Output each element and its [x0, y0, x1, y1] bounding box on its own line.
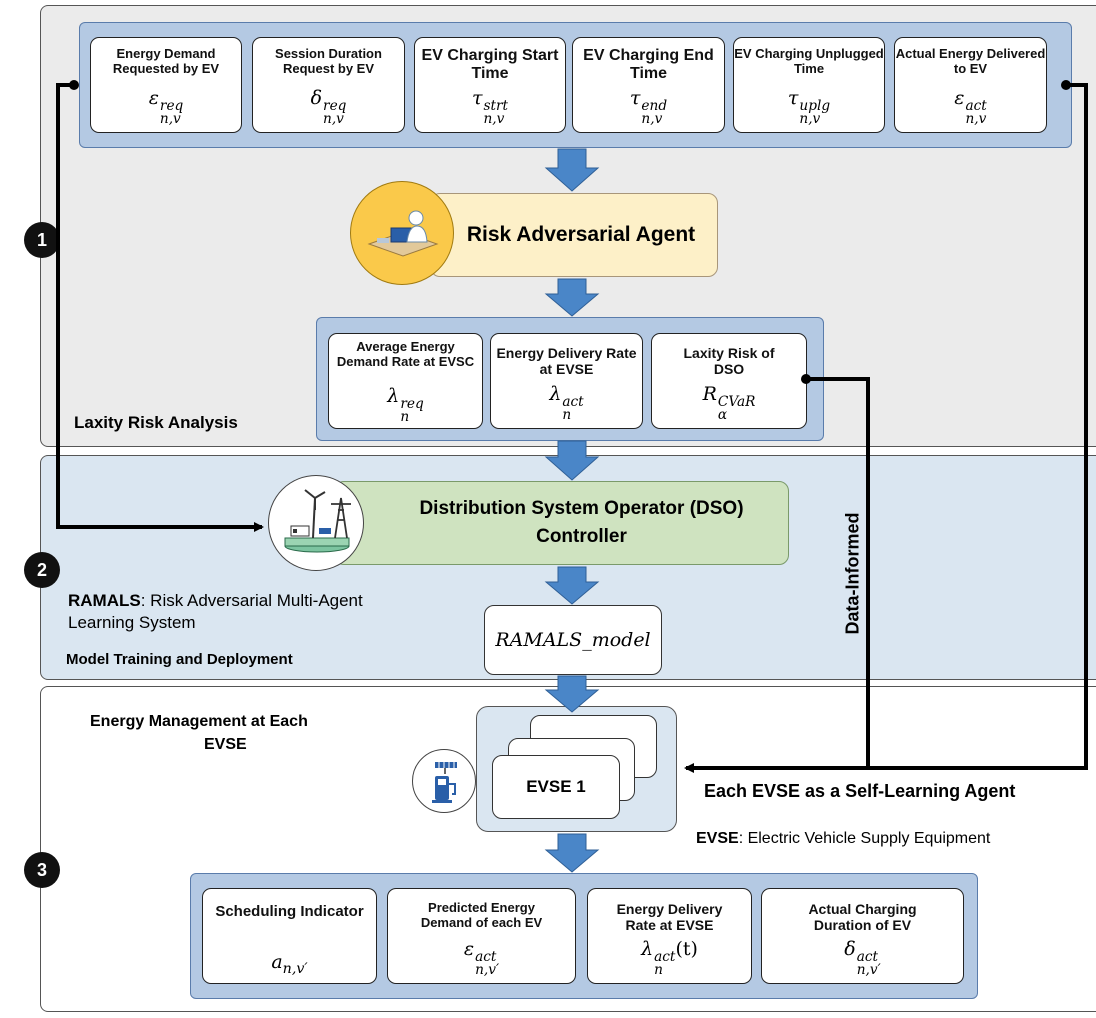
card-label: EV Charging Unplugged Time	[734, 46, 884, 76]
dso-title-line1: Distribution System Operator (DSO)	[419, 498, 744, 519]
card-label: Actual Energy Delivered to EV	[895, 46, 1046, 76]
card-label: Predicted Energy Demand of each EV	[420, 900, 543, 930]
card-label: EV Charging Start Time	[421, 47, 559, 83]
card-label: Energy Demand Requested by EV	[112, 46, 220, 76]
evse-card-front: EVSE 1	[492, 755, 620, 819]
card-label: Average Energy Demand Rate at EVSC	[336, 339, 475, 369]
card-label: Energy Delivery Rate at EVSE	[496, 345, 637, 378]
step-1-badge: 1	[24, 222, 60, 258]
ramals-definition-line2: Learning System	[68, 612, 196, 632]
card-label: Energy Delivery Rate at EVSE	[616, 901, 723, 934]
ramals-definition: RAMALS: Risk Adversarial Multi-Agent Lea…	[68, 590, 363, 634]
evse-definition: EVSE: Electric Vehicle Supply Equipment	[696, 830, 990, 848]
step-3-badge: 3	[24, 852, 60, 888]
evse-abbr-definition: : Electric Vehicle Supply Equipment	[738, 830, 991, 847]
charging-station-icon	[412, 749, 476, 813]
card-label: EV Charging End Time	[583, 47, 714, 83]
data-informed-label: Data-Informed	[842, 511, 863, 635]
card-label: Actual Charging Duration of EV	[808, 901, 917, 934]
dso-controller-box: Distribution System Operator (DSO) Contr…	[334, 481, 789, 565]
dso-title-line2: Controller	[536, 526, 627, 547]
ramals-model-box: RAMALS_model	[484, 605, 662, 675]
card-label: Session Duration Request by EV	[275, 46, 382, 76]
data-informed-label-wrap: Data-Informed	[840, 488, 866, 658]
bottom-card-scheduling: Scheduling Indicator an,v′	[202, 888, 377, 984]
laxity-risk-title: Laxity Risk Analysis	[74, 413, 238, 432]
card-label: Scheduling Indicator	[215, 903, 364, 920]
risk-agent-label: Risk Adversarial Agent	[466, 223, 696, 246]
model-training-title: Model Training and Deployment	[66, 651, 293, 668]
energy-management-title-line2: EVSE	[204, 736, 247, 753]
person-at-desk-icon	[350, 181, 454, 285]
evse-abbr: EVSE	[696, 830, 739, 847]
card-symbol: an,v′	[271, 951, 308, 977]
card-label: Laxity Risk of DSO	[683, 345, 775, 378]
self-learning-agent-label: Each EVSE as a Self-Learning Agent	[704, 781, 1016, 801]
step-2-badge: 2	[24, 552, 60, 588]
ramals-definition-text: : Risk Adversarial Multi-Agent	[140, 591, 363, 610]
risk-adversarial-agent-box: Risk Adversarial Agent	[430, 193, 718, 277]
ramals-name: RAMALS	[68, 591, 141, 610]
energy-management-title: Energy Management at Each	[90, 713, 308, 730]
grid-energy-icon	[268, 475, 364, 571]
